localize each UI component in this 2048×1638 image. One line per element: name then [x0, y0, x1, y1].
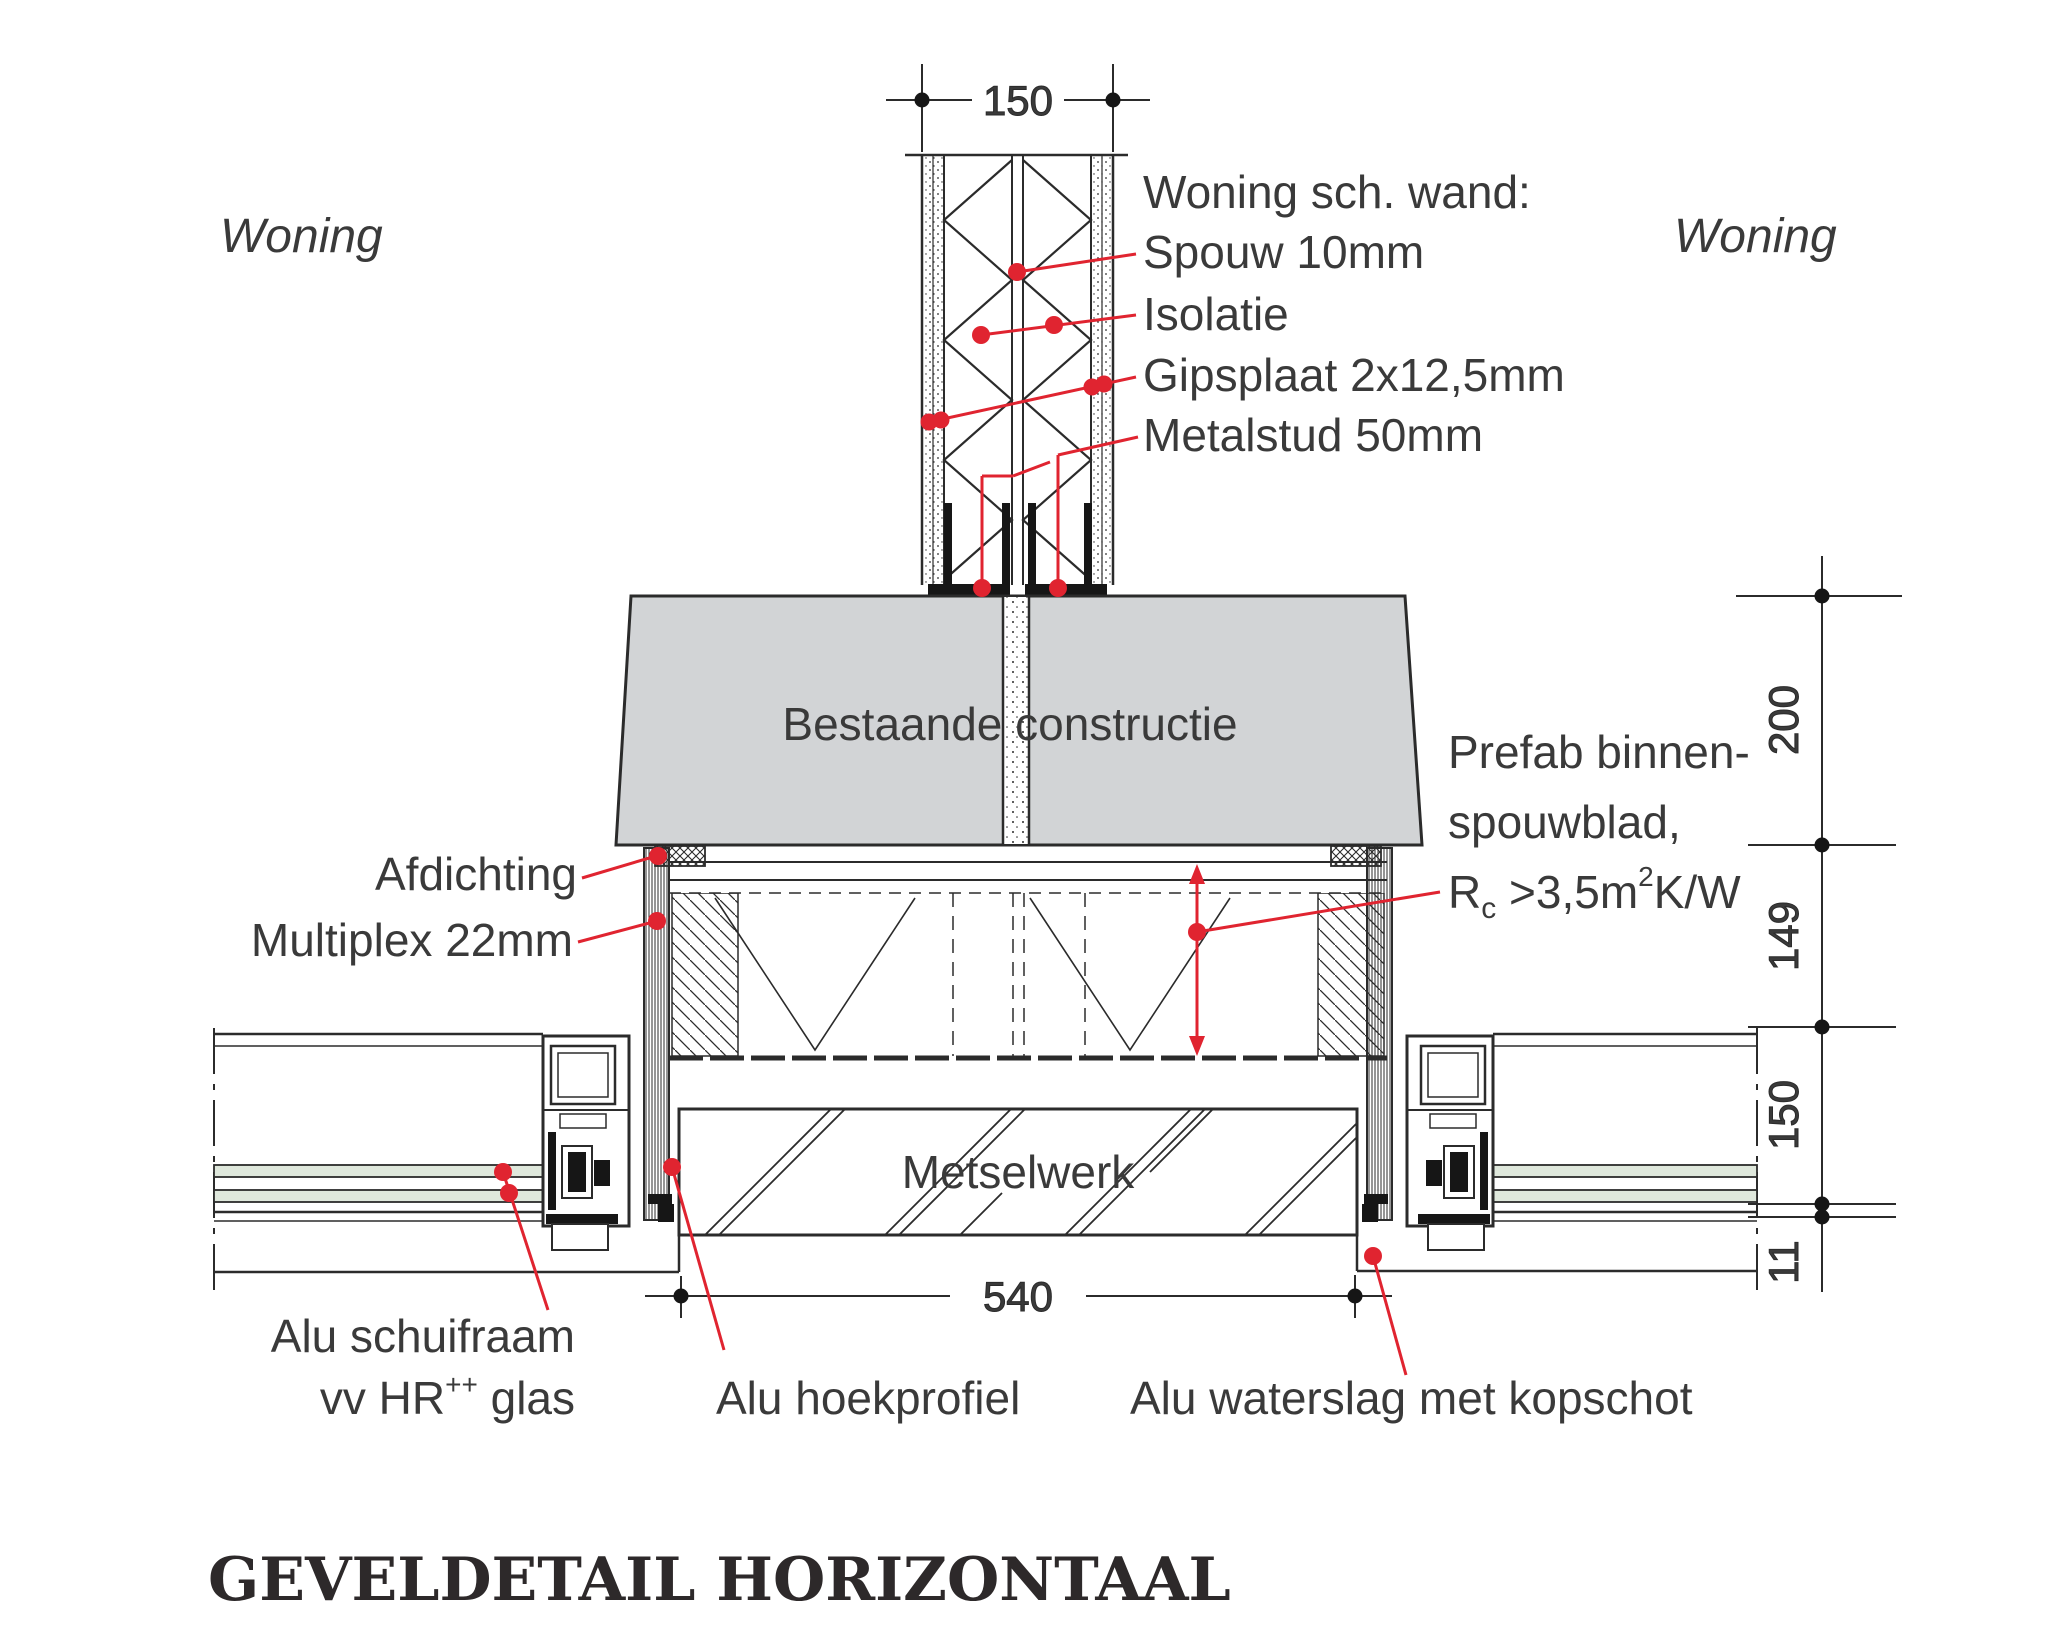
dim-right-150: 150 [1760, 1080, 1807, 1150]
alu-corner-angles [648, 1194, 1388, 1222]
room-label-right: Woning [1674, 210, 1837, 263]
prefab-callout: Prefab binnen- spouwblad, Rc >3,5m2K/W [1448, 726, 1750, 925]
adjacent-wall-right [1355, 1028, 1758, 1292]
masonry-label: Metselwerk [902, 1146, 1136, 1198]
dimension-bottom-540: 540 [645, 1273, 1392, 1321]
existing-construction-block: Bestaande constructie [614, 594, 1424, 847]
wall-callout-heading: Woning sch. wand: [1143, 166, 1531, 218]
dim-right-11: 11 [1760, 1240, 1807, 1284]
multiplex-left [643, 847, 670, 1221]
dim-right-149: 149 [1760, 901, 1807, 971]
dimension-top-150: 150 [886, 64, 1150, 152]
window-frame-left [541, 1034, 631, 1251]
prefab-inner-leaf [643, 845, 1393, 1222]
adjacent-wall-left [213, 1028, 679, 1292]
existing-construction-label: Bestaande constructie [782, 698, 1237, 750]
prefab-line1: Prefab binnen- [1448, 726, 1750, 778]
insulation-zigzag-left [942, 159, 1014, 581]
multiplex-label: Multiplex 22mm [251, 914, 573, 966]
schuifraam-line2: vv HR++ glas [320, 1369, 575, 1424]
leader-lines [494, 252, 1441, 1376]
glazing-right [1483, 1164, 1758, 1203]
afdichting-label: Afdichting [375, 848, 577, 900]
prefab-line2: spouwblad, [1448, 796, 1681, 848]
callout-gipsplaat: Gipsplaat 2x12,5mm [1143, 349, 1565, 401]
window-frame-right [1405, 1034, 1495, 1251]
wall-callout: Woning sch. wand: Spouw 10mm Isolatie Gi… [1143, 166, 1565, 461]
party-wall [905, 153, 1128, 596]
dimension-chain-right: 200 149 150 11 [1736, 556, 1902, 1292]
masonry-hatch [703, 1109, 1357, 1235]
waterslag-label: Alu waterslag met kopschot [1130, 1372, 1693, 1424]
room-label-left: Woning [220, 210, 383, 263]
dim-right-200: 200 [1760, 685, 1807, 755]
callout-isolatie: Isolatie [1143, 288, 1289, 340]
dim-top-value: 150 [983, 77, 1053, 124]
prefab-rc-value: Rc >3,5m2K/W [1448, 861, 1741, 925]
masonry-block: Metselwerk [677, 1107, 1359, 1272]
callout-spouw: Spouw 10mm [1143, 226, 1424, 278]
callout-metalstud: Metalstud 50mm [1143, 409, 1483, 461]
drawing-title: GEVELDETAIL HORIZONTAAL [208, 1545, 1231, 1615]
schuifraam-line1: Alu schuifraam [271, 1310, 575, 1362]
hoekprofiel-label: Alu hoekprofiel [716, 1372, 1020, 1424]
multiplex-right [1366, 847, 1393, 1221]
metal-stud-tracks [928, 503, 1107, 596]
dim-bottom-value: 540 [983, 1273, 1053, 1320]
